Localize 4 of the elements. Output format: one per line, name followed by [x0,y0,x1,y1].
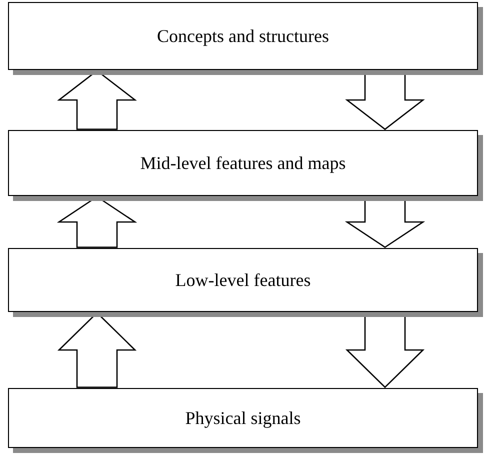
layer-label: Concepts and structures [157,26,329,46]
layer-label: Mid-level features and maps [140,152,346,174]
layer-label: Low-level features [175,270,311,290]
layer-label: Physical signals [185,408,301,428]
